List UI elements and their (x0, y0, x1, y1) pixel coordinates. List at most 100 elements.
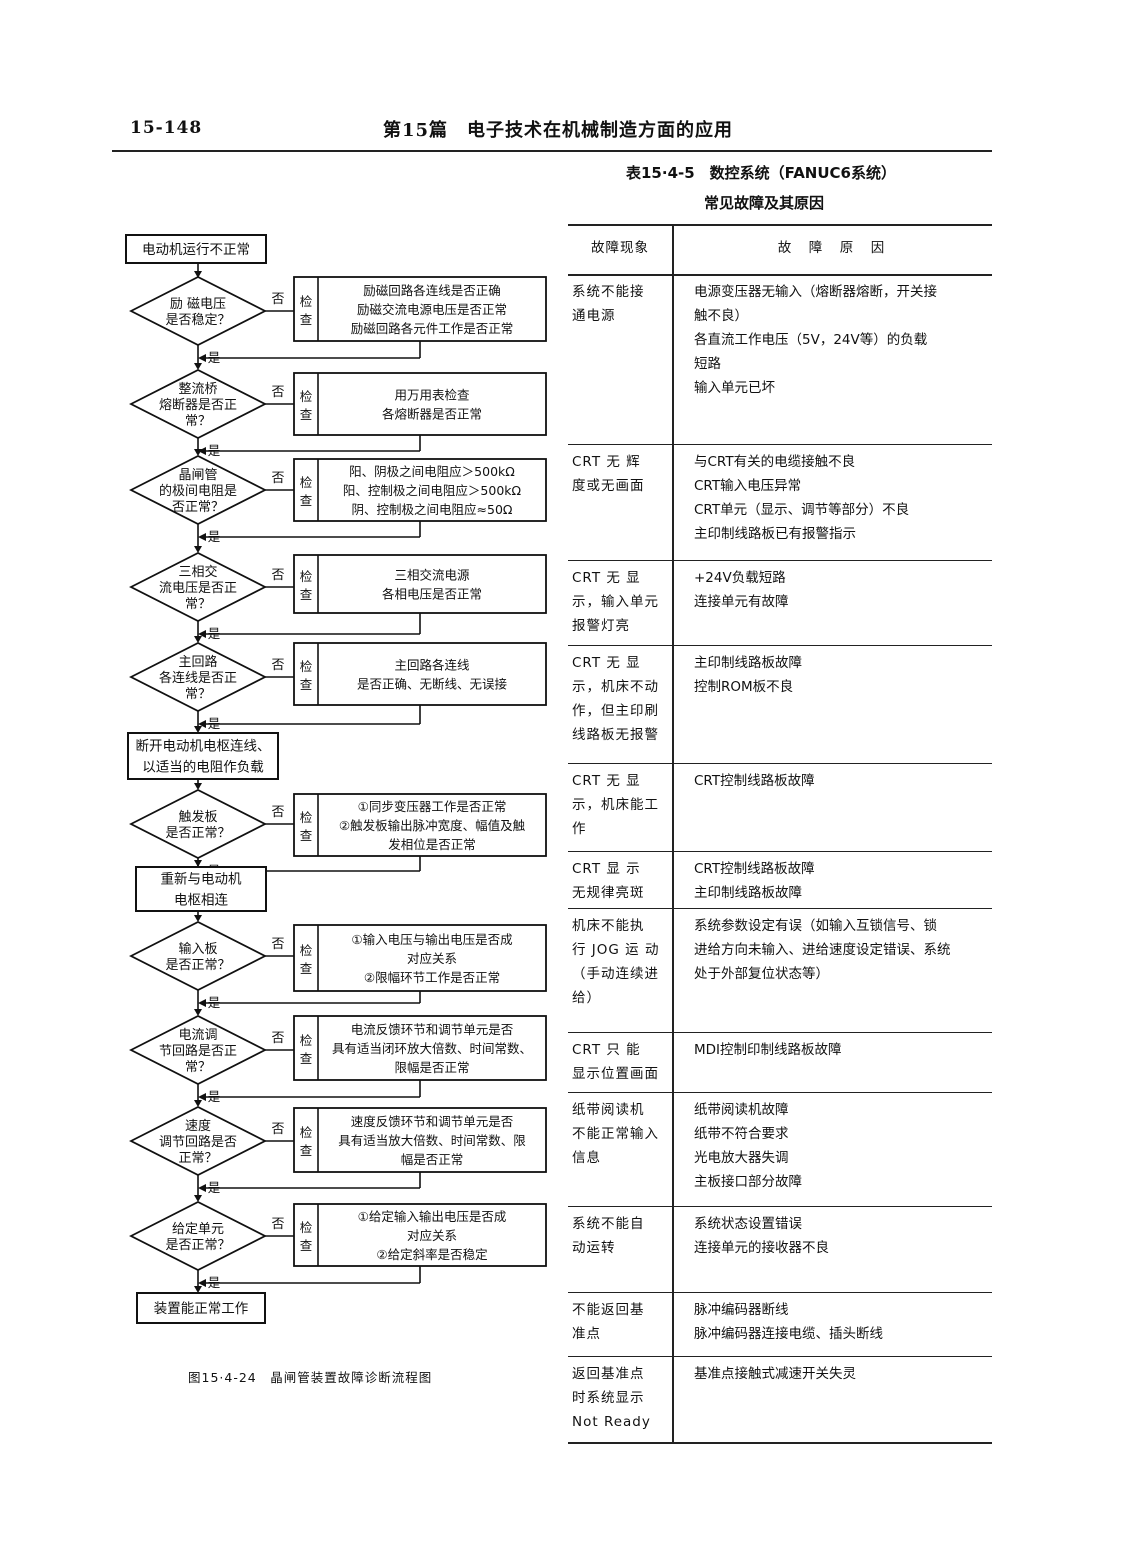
symptom-cell: 系统不能接通电源 (572, 280, 668, 328)
step-3-no-label: 否 (271, 471, 284, 486)
symptom-line: CRT 无 显 (572, 773, 641, 789)
step-5-question: 主回路 (178, 654, 217, 670)
step-7-check-text: ②限幅环节工作是否正常 (364, 970, 500, 985)
cause-line: 触不良） (694, 308, 748, 324)
step-5-check-text: 是否正确、无断线、无误接 (357, 677, 508, 692)
check-label: 检 (300, 475, 313, 490)
check-label: 检 (300, 1125, 313, 1140)
arrow-head (198, 720, 206, 728)
cause-cell: 纸带阅读机故障纸带不符合要求光电放大器失调主板接口部分故障 (694, 1098, 990, 1194)
table-row-rule (568, 763, 992, 765)
step-9-check-text: 具有适当放大倍数、时间常数、限 (338, 1133, 526, 1148)
symptom-line: 返回基准点 (572, 1366, 645, 1382)
step-4-question: 流电压是否正 (159, 581, 237, 596)
end-box (136, 1292, 266, 1324)
mid-action-box-text: 以适当的电阻作负载 (142, 760, 264, 776)
start-box (125, 234, 267, 264)
table-title: 表15·4-5 数控系统（FANUC6系统） (626, 164, 896, 182)
cause-line: 电源变压器无输入（熔断器熔断，开关接 (694, 284, 937, 300)
symptom-cell: CRT 无 显示，输入单元报警灯亮 (572, 566, 668, 638)
symptom-line: 报警灯亮 (572, 618, 630, 634)
cause-line: MDI控制印制线路板故障 (694, 1042, 842, 1058)
step-8-check-box (293, 1015, 547, 1081)
check-label: 查 (300, 587, 313, 602)
arrow-head (194, 860, 202, 867)
reconnect-box-text: 重新与电动机 (161, 872, 242, 888)
symptom-cell: CRT 只 能显示位置画面 (572, 1038, 668, 1086)
symptom-cell: 机床不能执行 JOG 运 动（手动连续进给） (572, 914, 668, 1010)
step-3-check-text: 阴、控制极之间电阻应≈50Ω (352, 502, 513, 517)
step-7-no-label: 否 (271, 937, 284, 952)
step-1-check-text: 励磁回路各元件工作是否正常 (351, 321, 514, 336)
arrow-head (194, 546, 202, 553)
step-4-no-label: 否 (271, 568, 284, 583)
step-6-check-text: 发相位是否正常 (388, 837, 476, 852)
arrow-head (198, 533, 206, 541)
table-row-rule (568, 1092, 992, 1094)
symptom-cell: 不能返回基准点 (572, 1298, 668, 1346)
symptom-line: CRT 显 示 (572, 861, 641, 877)
cause-line: 系统状态设置错误 (694, 1216, 802, 1232)
step-4-check-text: 三相交流电源 (394, 568, 470, 583)
check-label: 检 (300, 810, 313, 825)
step-5-yes-label: 是 (208, 716, 221, 731)
symptom-line: 系统不能接 (572, 284, 645, 300)
arrow-head (194, 1195, 202, 1202)
step-2-question: 常？ (185, 414, 211, 429)
symptom-line: 给） (572, 990, 601, 1006)
arrow-head (198, 630, 206, 638)
step-3-yes-label: 是 (208, 529, 221, 544)
step-9-no-label: 否 (271, 1122, 284, 1137)
check-label: 检 (300, 1033, 313, 1048)
cause-line: 控制ROM板不良 (694, 679, 794, 695)
table-row-rule (568, 1206, 992, 1208)
symptom-line: 显示位置画面 (572, 1066, 659, 1082)
table-row-rule (568, 1356, 992, 1358)
step-10-question: 是否正常？ (165, 1238, 230, 1253)
step-5-no-label: 否 (271, 658, 284, 673)
step-1-check-text: 励磁回路各连线是否正确 (363, 283, 501, 298)
step-3-question: 否正常？ (172, 500, 224, 515)
arrow-head (198, 354, 206, 362)
symptom-line: 纸带阅读机 (572, 1102, 645, 1118)
step-9-check-text: 速度反馈环节和调节单元是否 (351, 1114, 514, 1129)
cause-line: 纸带阅读机故障 (694, 1102, 789, 1118)
arrow-head (198, 999, 206, 1007)
step-1-question: 是否稳定？ (165, 312, 230, 328)
step-6-question: 是否正常？ (165, 826, 230, 841)
step-10-check-box (293, 1203, 547, 1267)
cause-line: 连接单元有故障 (694, 594, 789, 610)
cause-line: +24V负载短路 (694, 570, 786, 586)
cause-cell: CRT控制线路板故障主印制线路板故障 (694, 857, 990, 905)
cause-line: 主板接口部分故障 (694, 1174, 802, 1190)
table-column-rule (672, 224, 674, 1442)
arrow-head (198, 447, 206, 455)
symptom-cell: CRT 无 显示，机床不动作，但主印刷线路板无报警 (572, 651, 668, 747)
symptom-line: CRT 无 显 (572, 570, 641, 586)
symptom-line: 不能正常输入 (572, 1126, 659, 1142)
col-header-cause: 故 障 原 因 (777, 240, 887, 256)
step-2-check-text: 各熔断器是否正常 (382, 407, 482, 422)
step-2-check-box (293, 372, 547, 436)
check-label: 检 (300, 294, 313, 309)
step-1-check-text: 励磁交流电源电压是否正常 (357, 302, 507, 317)
cause-cell: 电源变压器无输入（熔断器熔断，开关接触不良）各直流工作电压（5V，24V等）的负… (694, 280, 990, 400)
step-9-yes-label: 是 (208, 1180, 221, 1195)
symptom-line: 不能返回基 (572, 1302, 645, 1318)
symptom-cell: 纸带阅读机不能正常输入信息 (572, 1098, 668, 1170)
table-row-rule (568, 908, 992, 910)
reconnect-box (135, 866, 267, 912)
step-5-check-box (293, 642, 547, 706)
symptom-line: 准点 (572, 1326, 601, 1342)
step-9-question: 速度 (185, 1118, 211, 1134)
symptom-cell: CRT 无 辉度或无画面 (572, 450, 668, 498)
step-7-check-text: 对应关系 (407, 951, 457, 966)
cause-line: CRT控制线路板故障 (694, 773, 815, 789)
symptom-line: CRT 无 显 (572, 655, 641, 671)
header-rule (112, 150, 992, 152)
check-label: 查 (300, 828, 313, 843)
symptom-cell: CRT 无 显示，机床能工作 (572, 769, 668, 841)
symptom-line: 示，机床不动 (572, 679, 659, 695)
cause-line: 系统参数设定有误（如输入互锁信号、锁 (694, 918, 937, 934)
check-label: 检 (300, 569, 313, 584)
